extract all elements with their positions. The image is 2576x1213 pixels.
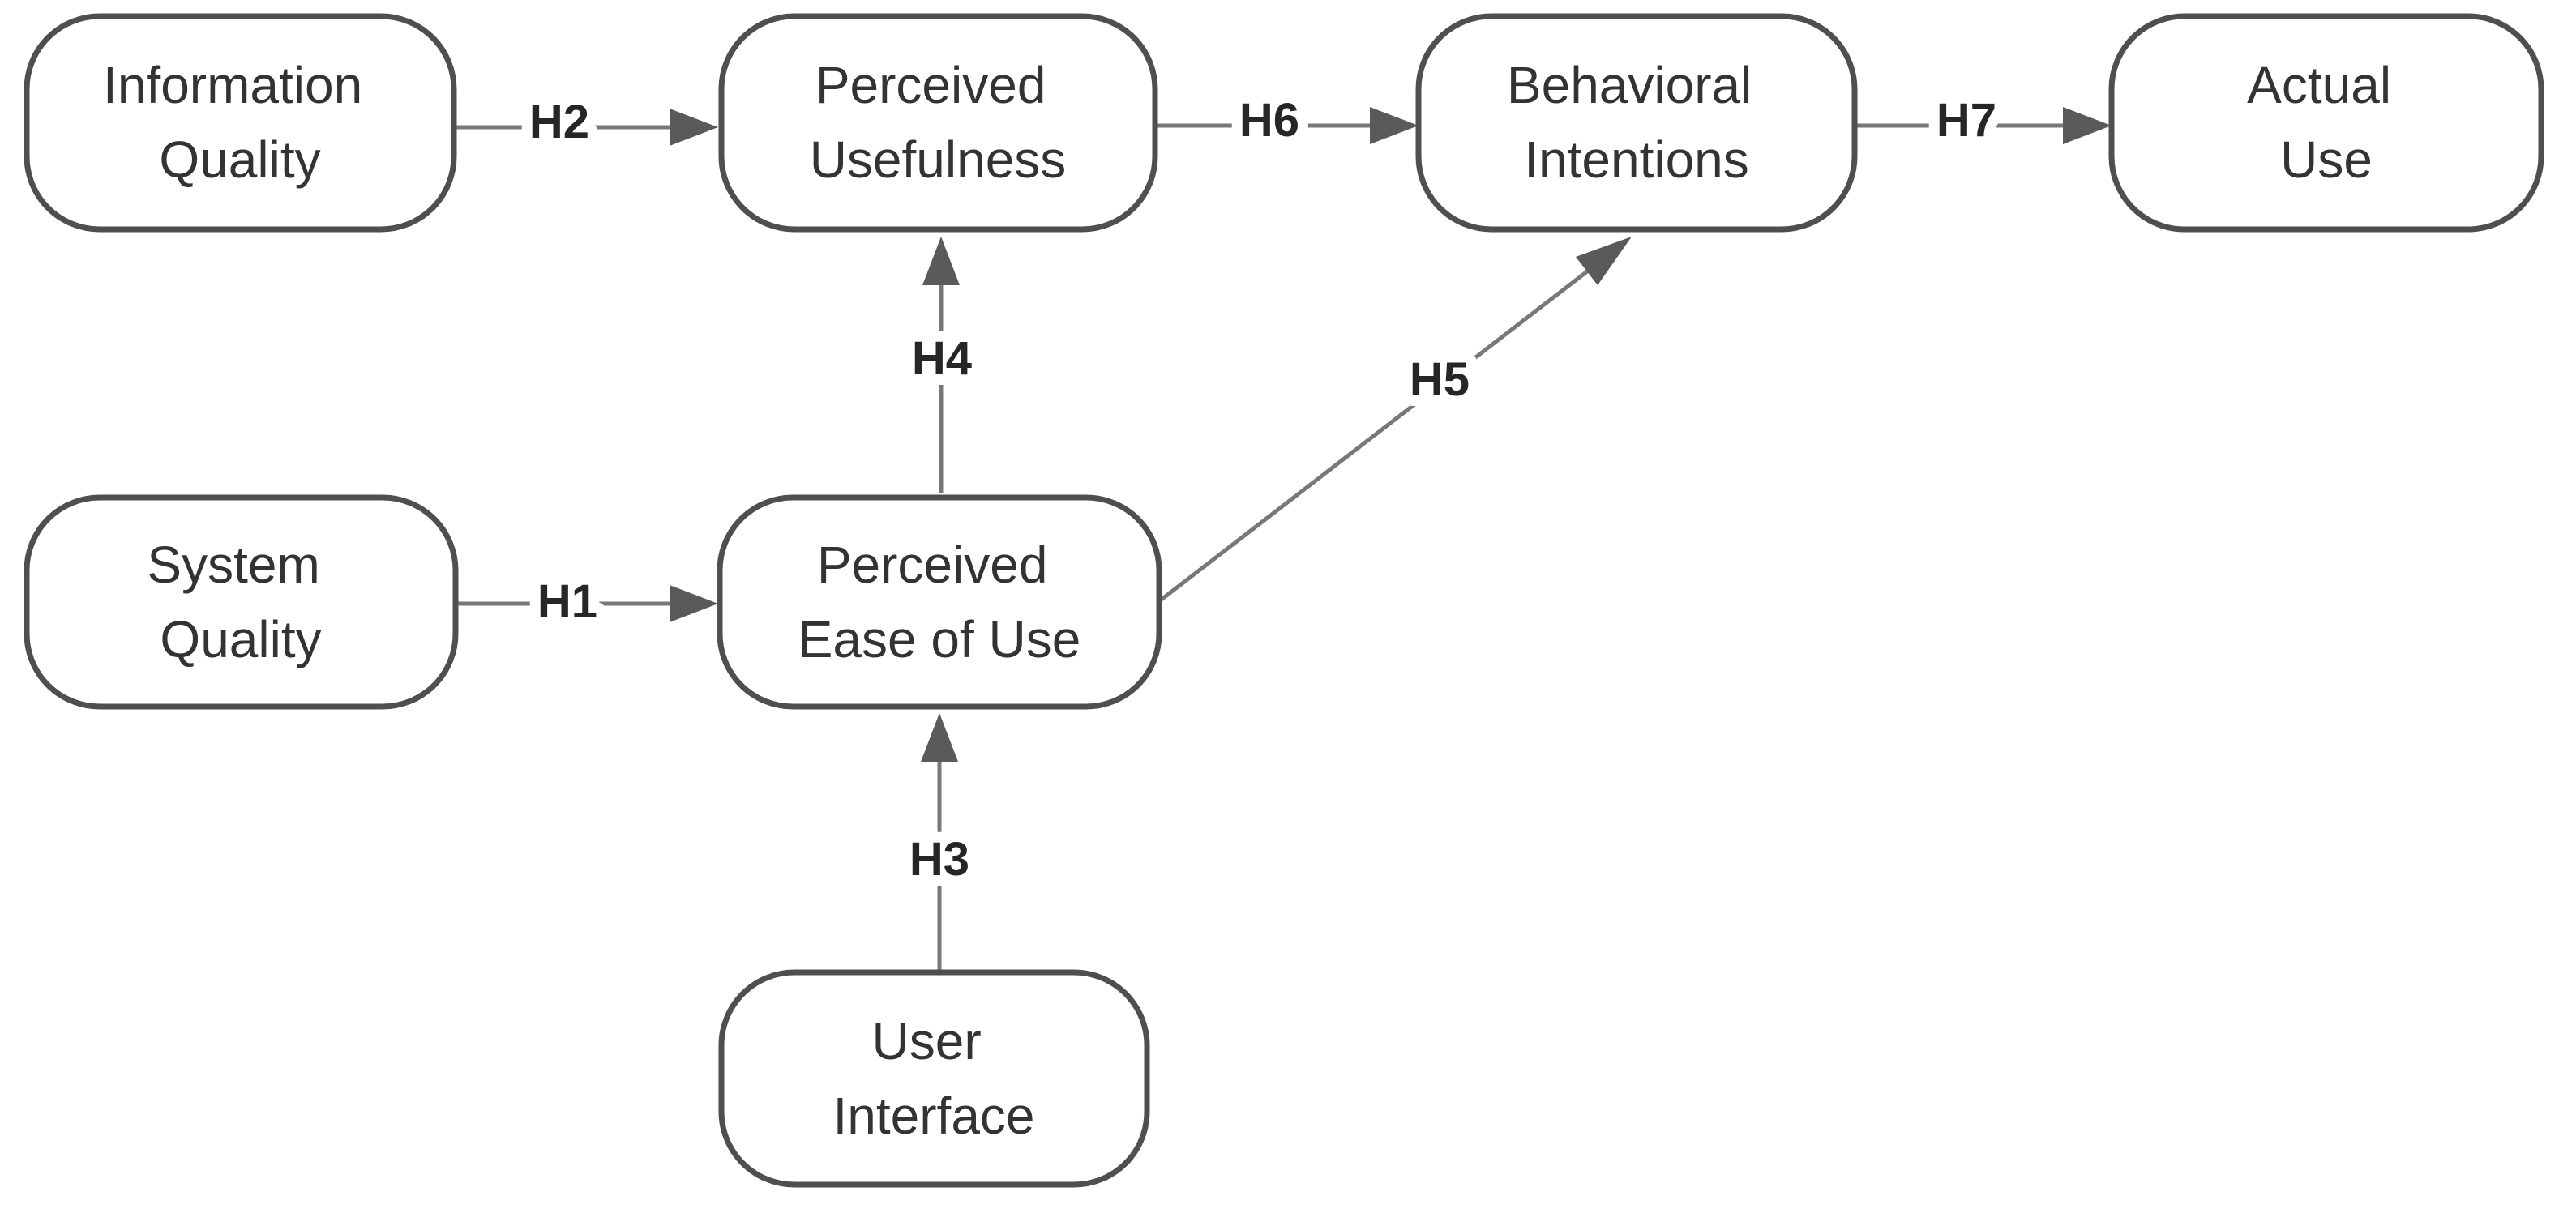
node-system-quality-line1: System [147,536,319,594]
node-perceived-usefulness-line1: Perceived [815,56,1046,114]
node-perceived-ease-of-use-line1: Perceived [817,536,1048,594]
node-actual-use: Actual Use [2108,13,2544,233]
node-system-quality: System Quality [24,494,459,710]
node-perceived-ease-of-use-line2: Ease of Use [798,610,1081,668]
svg-text:System Quality: System Quality [147,536,334,668]
svg-text:Perceived Ease of Use: Perceived Ease of Use [798,536,1081,668]
edge-h5 [1157,237,1632,603]
arrowhead-h6 [1370,107,1419,144]
edge-label-h1: H1 [537,575,597,628]
edge-label-h5: H5 [1410,353,1470,406]
arrowhead-h4 [922,237,960,285]
svg-text:Perceived Usefulness: Perceived Usefulness [810,56,1067,189]
edge-label-h2: H2 [529,96,589,148]
node-behavioral-intentions-line2: Intentions [1524,130,1749,189]
svg-text:Behavioral Intentions: Behavioral Intentions [1507,56,1766,189]
arrowhead-h5 [1576,237,1632,285]
node-perceived-usefulness-line2: Usefulness [810,130,1067,189]
edge-h7 [1855,107,2112,144]
node-behavioral-intentions-line1: Behavioral [1507,56,1752,114]
svg-text:Information Quality: Information Quality [103,56,377,189]
node-user-interface-line2: Interface [832,1087,1034,1145]
edge-label-h6: H6 [1239,94,1299,147]
edge-h4 [922,237,960,493]
arrowhead-h1 [670,585,718,622]
node-user-interface: User Interface [718,969,1150,1188]
svg-text:User Interface: User Interface [832,1012,1034,1145]
node-user-interface-line1: User [872,1012,982,1070]
node-behavioral-intentions: Behavioral Intentions [1415,13,1858,233]
node-perceived-usefulness: Perceived Usefulness [718,13,1158,233]
node-actual-use-line1: Actual [2247,56,2391,114]
node-information-quality-line1: Information [103,56,362,114]
node-perceived-ease-of-use: Perceived Ease of Use [717,494,1162,710]
node-system-quality-line2: Quality [160,610,321,668]
edge-h3 [921,713,958,972]
node-information-quality-line2: Quality [159,130,320,189]
edge-h1 [456,585,718,622]
arrowhead-h7 [2063,107,2112,144]
edge-label-h7: H7 [1936,94,1996,147]
edge-label-h3: H3 [909,833,969,886]
edge-h6 [1155,107,1419,144]
edge-h2 [454,109,718,146]
arrowhead-h2 [670,109,718,146]
node-information-quality: Information Quality [24,13,457,233]
arrowhead-h3 [921,713,958,762]
node-actual-use-line2: Use [2280,130,2373,189]
svg-text:Actual Use: Actual Use [2247,56,2406,189]
edge-label-h4: H4 [912,332,972,385]
